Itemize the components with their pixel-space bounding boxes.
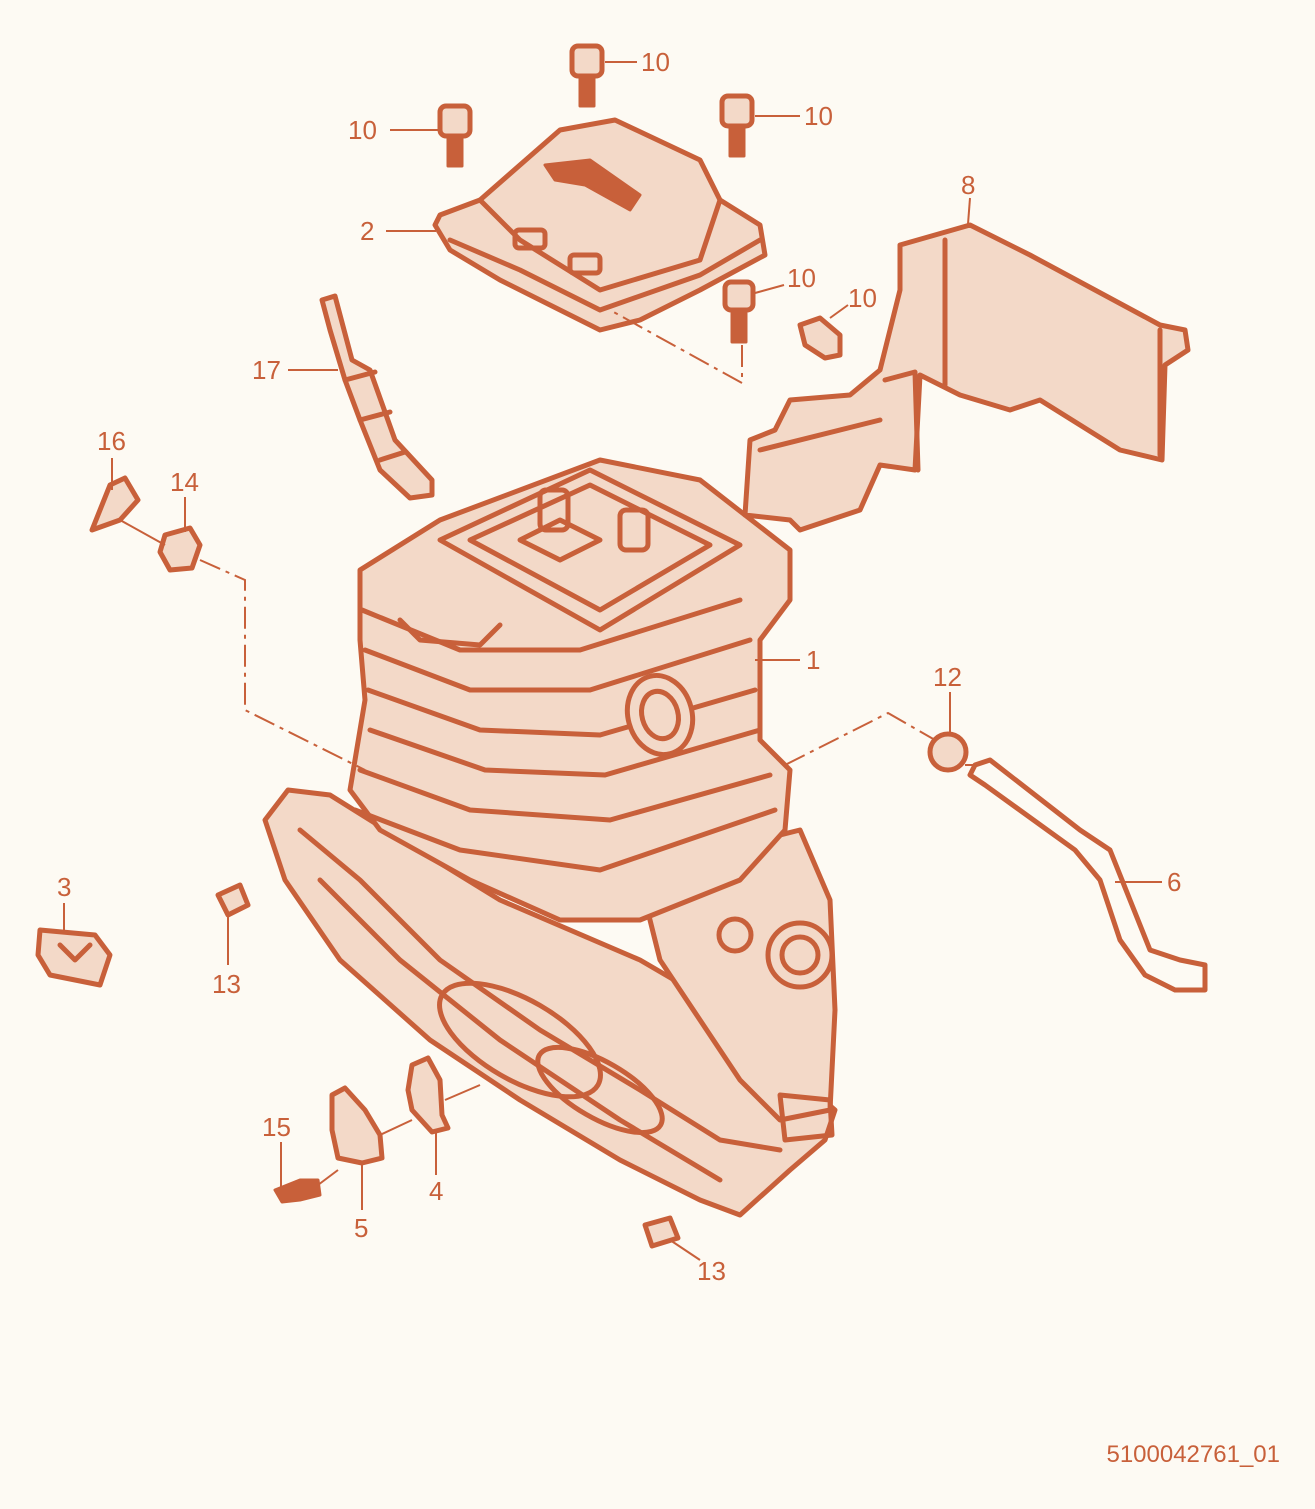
clip-part-13 xyxy=(215,882,681,1249)
gasket-part-3 xyxy=(35,927,113,988)
document-id: 5100042761_01 xyxy=(1106,1441,1280,1468)
callout-2: 2 xyxy=(360,216,374,246)
callout-16: 16 xyxy=(97,426,126,456)
fuel-line-icon xyxy=(927,731,1208,993)
callout-14: 14 xyxy=(170,467,199,497)
callout-labels: 1 2 3 4 5 6 8 10 10 10 10 10 12 13 13 14… xyxy=(57,47,1181,1286)
screw-icon xyxy=(437,43,843,361)
callout-10-lower: 10 xyxy=(787,263,816,293)
callout-10-left: 10 xyxy=(348,115,377,145)
callout-13-bottom: 13 xyxy=(697,1256,726,1286)
callout-6: 6 xyxy=(1167,867,1181,897)
callout-17: 17 xyxy=(252,355,281,385)
bracket-part-4 xyxy=(405,1055,451,1135)
callout-10-right: 10 xyxy=(804,101,833,131)
callout-12: 12 xyxy=(933,662,962,692)
cylinder-cover-icon xyxy=(432,117,768,333)
callout-3: 3 xyxy=(57,872,71,902)
nut-part-14 xyxy=(157,525,203,573)
engine-cylinder-icon xyxy=(262,457,838,1218)
callout-13-left: 13 xyxy=(212,969,241,999)
callout-8: 8 xyxy=(961,170,975,200)
callout-10-shield: 10 xyxy=(848,283,877,313)
callout-4: 4 xyxy=(429,1176,443,1206)
spark-plug-icon xyxy=(319,293,435,501)
callout-5: 5 xyxy=(354,1213,368,1243)
leader-lines xyxy=(63,61,1162,1261)
callout-15: 15 xyxy=(262,1112,291,1142)
plate-part-5 xyxy=(329,1085,385,1166)
callout-10-top: 10 xyxy=(641,47,670,77)
heat-shield-icon xyxy=(742,222,1191,533)
callout-1: 1 xyxy=(806,645,820,675)
clip-part-16 xyxy=(89,475,141,533)
screw-part-15 xyxy=(273,1178,322,1204)
